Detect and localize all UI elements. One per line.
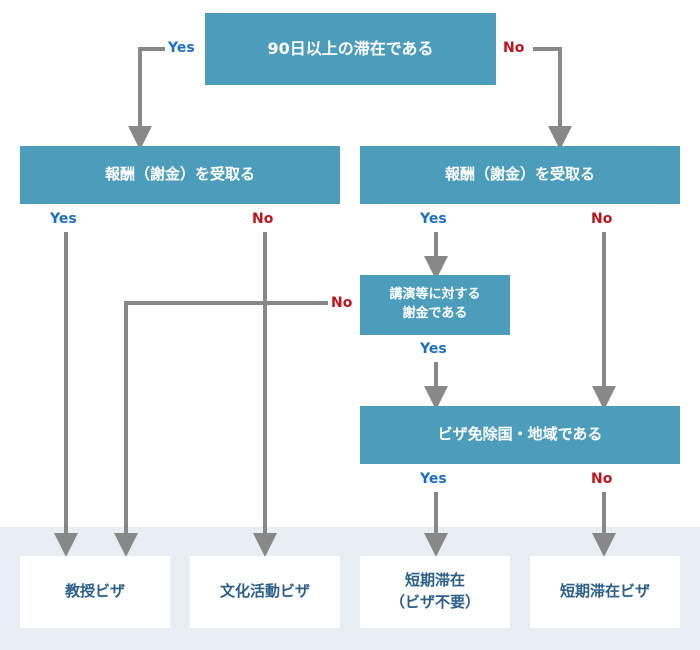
result-short-stay-visa-text: 短期滞在ビザ [559, 582, 650, 601]
result-professor-visa-text: 教授ビザ [64, 582, 125, 601]
node-reward-left-text: 報酬（謝金）を受取る [104, 165, 255, 184]
node-reward-right-text: 報酬（謝金）を受取る [444, 165, 595, 184]
result-short-stay-visa: 短期滞在ビザ [530, 556, 680, 628]
label-reward-right-yes: Yes [420, 211, 447, 227]
label-reward-left-no: No [252, 211, 274, 227]
label-stay90-no: No [503, 40, 525, 56]
arrow-lecture-no [114, 301, 328, 557]
node-lecture-fee-text: 講演等に対する 謝金である [389, 287, 481, 321]
node-stay-90-days-text: 90日以上の滞在である [267, 39, 434, 59]
result-short-stay-no-visa: 短期滞在 （ビザ不要） [360, 556, 510, 628]
node-visa-exempt: ビザ免除国・地域である [360, 406, 680, 464]
label-visa-no: No [591, 471, 613, 487]
node-reward-left: 報酬（謝金）を受取る [20, 146, 340, 204]
label-reward-right-no: No [591, 211, 613, 227]
node-visa-exempt-text: ビザ免除国・地域である [437, 425, 603, 444]
result-cultural-visa: 文化活動ビザ [190, 556, 340, 628]
label-reward-left-yes: Yes [50, 211, 77, 227]
result-short-stay-no-visa-text: 短期滞在 （ビザ不要） [389, 571, 480, 611]
label-lecture-no: No [331, 295, 353, 311]
node-stay-90-days: 90日以上の滞在である [205, 13, 496, 85]
node-lecture-fee: 講演等に対する 謝金である [360, 275, 510, 335]
label-visa-yes: Yes [420, 471, 447, 487]
result-cultural-visa-text: 文化活動ビザ [219, 582, 310, 601]
arrow-stay90-yes [128, 47, 165, 150]
result-professor-visa: 教授ビザ [20, 556, 170, 628]
label-lecture-yes: Yes [420, 341, 447, 357]
node-reward-right: 報酬（謝金）を受取る [360, 146, 680, 204]
arrow-stay90-no [533, 47, 572, 150]
label-stay90-yes: Yes [168, 40, 195, 56]
